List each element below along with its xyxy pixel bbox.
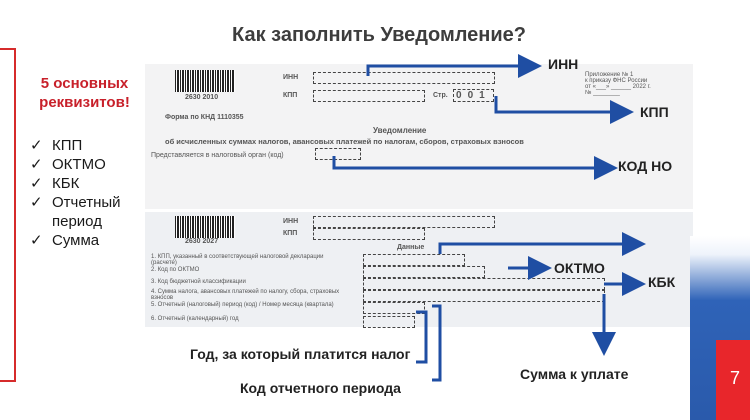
form-bottom-image: 2630 2027 ИНН КПП Данные 1. КПП, указанн… bbox=[145, 212, 693, 328]
authority-code-cells bbox=[315, 148, 361, 160]
year-row-cells bbox=[363, 316, 415, 328]
list-item: ✓КБК bbox=[30, 175, 80, 192]
inn-cells bbox=[313, 72, 495, 84]
kpp-callout: КПП bbox=[640, 104, 669, 120]
kpp-cells bbox=[313, 90, 425, 102]
check-icon: ✓ bbox=[30, 194, 43, 211]
list-item: ✓ОКТМО bbox=[30, 156, 106, 173]
year-callout: Год, за который платится налог bbox=[190, 346, 411, 362]
barcode-icon bbox=[175, 216, 235, 238]
kpp-row-cells bbox=[363, 254, 465, 266]
kbk-top-arrow bbox=[438, 232, 646, 256]
page-number-badge bbox=[716, 340, 750, 420]
check-icon: ✓ bbox=[30, 137, 43, 154]
left-red-border bbox=[0, 48, 16, 382]
inn-cells bbox=[313, 216, 495, 228]
check-icon: ✓ bbox=[30, 156, 43, 173]
page-digits: 001 bbox=[453, 89, 494, 102]
sum-callout: Сумма к уплате bbox=[520, 366, 629, 382]
inn-callout: ИНН bbox=[548, 56, 579, 72]
list-item: ✓Отчетный период bbox=[30, 194, 121, 230]
kod-no-callout: КОД НО bbox=[618, 158, 673, 174]
period-row-cells bbox=[363, 302, 425, 314]
list-item: ✓Сумма bbox=[30, 232, 100, 249]
requisites-heading: 5 основных реквизитов! bbox=[39, 75, 130, 111]
requisites-list: ✓КПП ✓ОКТМО ✓КБК ✓Отчетный период ✓Сумма bbox=[30, 136, 132, 250]
barcode-icon bbox=[175, 70, 235, 92]
year-bracket bbox=[416, 310, 428, 364]
list-item: ✓КПП bbox=[30, 137, 83, 154]
form-top-image: 2630 2010 ИНН КПП Стр. 001 Приложение № … bbox=[145, 64, 693, 209]
period-callout: Код отчетного периода bbox=[240, 380, 401, 396]
check-icon: ✓ bbox=[30, 175, 43, 192]
check-icon: ✓ bbox=[30, 232, 43, 249]
oktmo-callout: ОКТМО bbox=[554, 260, 605, 276]
oktmo-row-cells bbox=[363, 266, 485, 278]
inn-arrow bbox=[366, 54, 542, 78]
kod-no-arrow bbox=[332, 156, 618, 180]
kpp-cells bbox=[313, 228, 425, 240]
period-bracket bbox=[432, 304, 442, 382]
page-number: 7 bbox=[729, 368, 740, 388]
kpp-arrow bbox=[494, 96, 634, 124]
kbk-callout: КБК bbox=[648, 274, 676, 290]
page-title: Как заполнить Уведомление? bbox=[232, 24, 527, 46]
